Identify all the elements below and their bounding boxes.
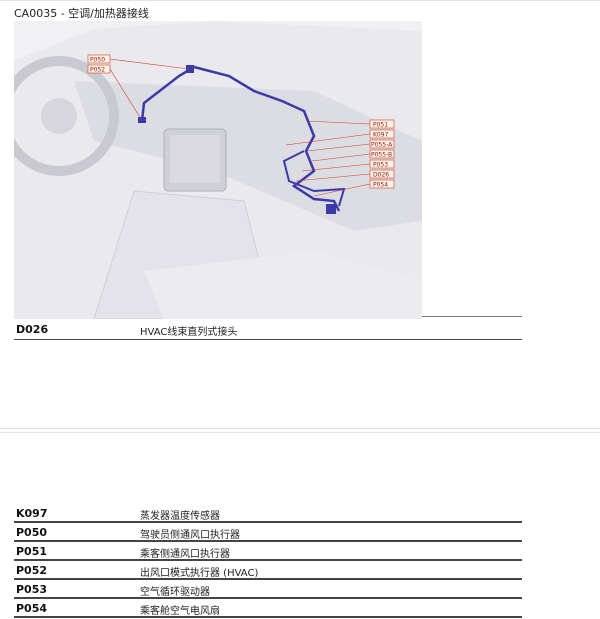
callout-p055-b: P055-B bbox=[311, 149, 395, 162]
row-code: D026 bbox=[16, 323, 49, 336]
wiring-harness-branch bbox=[282, 150, 346, 207]
callout-p053: P053 bbox=[301, 159, 395, 172]
screen-face bbox=[170, 135, 220, 183]
row-code: P053 bbox=[16, 583, 48, 596]
diagram-svg: P050 P052 P051 K097 P055-A P055-B bbox=[14, 21, 422, 319]
table-row: P052 出风口模式执行器 (HVAC) bbox=[14, 562, 522, 580]
table-row: P053 空气循环驱动器 bbox=[14, 581, 522, 599]
row-description: 乘客舱空气电风扇 bbox=[140, 606, 220, 617]
row-description: 驾驶员侧通风口执行器 bbox=[140, 530, 240, 541]
callout-p055-a: P055-A bbox=[306, 139, 395, 152]
callout-label-p054: P054 bbox=[373, 182, 388, 189]
table-row: P054 乘客舱空气电风扇 bbox=[14, 600, 522, 618]
row-description: 出风口模式执行器 (HVAC) bbox=[140, 568, 259, 579]
row-code: P054 bbox=[16, 602, 48, 615]
callout-label-d026: D026 bbox=[373, 172, 389, 179]
row-description: 蒸发器温度传感器 bbox=[140, 511, 220, 522]
connector-p054 bbox=[326, 204, 336, 214]
page-separator bbox=[0, 428, 600, 429]
row-code: K097 bbox=[16, 507, 48, 520]
table-row: P050 驾驶员侧通风口执行器 bbox=[14, 524, 522, 542]
row-code: P051 bbox=[16, 545, 48, 558]
component-table: K097 蒸发器温度传感器 P050 驾驶员侧通风口执行器 P051 乘客侧通风… bbox=[14, 505, 522, 619]
row-code: P052 bbox=[16, 564, 48, 577]
callout-label-p052: P052 bbox=[90, 67, 105, 74]
top-rule bbox=[0, 0, 600, 1]
diagram-underline bbox=[422, 316, 522, 317]
row-description: HVAC线束直列式接头 bbox=[140, 327, 238, 338]
callout-label-p050: P050 bbox=[90, 57, 105, 64]
row-description: 空气循环驱动器 bbox=[140, 587, 210, 598]
row-description: 乘客侧通风口执行器 bbox=[140, 549, 230, 560]
callout-label-p055-b: P055-B bbox=[371, 152, 392, 159]
connector-p050 bbox=[186, 65, 194, 73]
callout-k097: K097 bbox=[285, 129, 395, 146]
table-row: P051 乘客侧通风口执行器 bbox=[14, 543, 522, 561]
callout-label-p053: P053 bbox=[373, 162, 388, 169]
page-title: CA0035 - 空调/加热器接线 bbox=[14, 7, 149, 20]
armrest bbox=[144, 251, 422, 319]
callout-label-k097: K097 bbox=[373, 132, 389, 139]
wiring-harness-main bbox=[140, 65, 341, 212]
table-row: K097 蒸发器温度传感器 bbox=[14, 505, 522, 523]
callout-p052: P052 bbox=[87, 64, 142, 120]
dashboard-wiring-diagram: P050 P052 P051 K097 P055-A P055-B bbox=[14, 21, 422, 319]
callout-d026: D026 bbox=[295, 169, 395, 182]
primary-row: D026 HVAC线束直列式接头 bbox=[14, 322, 522, 340]
callout-label-p055-a: P055-A bbox=[371, 142, 393, 149]
callout-p050: P050 bbox=[87, 54, 190, 70]
dash-panel bbox=[74, 81, 422, 231]
steering-wheel bbox=[14, 56, 119, 176]
row-code: P050 bbox=[16, 526, 48, 539]
connector-p052 bbox=[138, 117, 146, 123]
callout-p054: P054 bbox=[313, 179, 395, 197]
callout-label-p051: P051 bbox=[373, 122, 388, 129]
page-separator-shadow bbox=[0, 432, 600, 433]
callout-p051: P051 bbox=[305, 119, 395, 129]
steering-hub bbox=[41, 98, 77, 134]
